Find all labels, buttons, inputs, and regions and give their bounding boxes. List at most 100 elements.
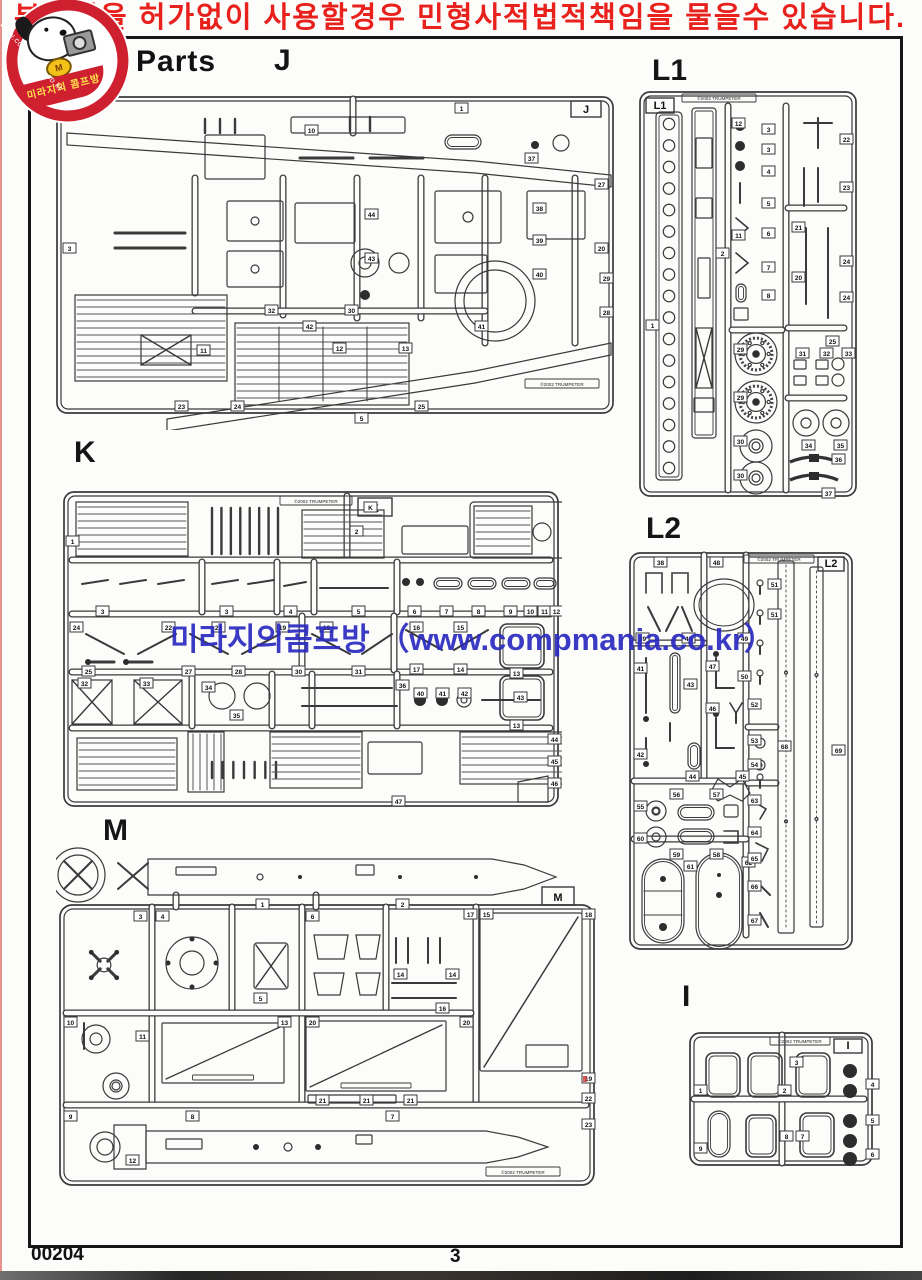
part-number-tag: 30 [737, 439, 745, 446]
part-number-tag: 3 [767, 127, 771, 134]
part-number-tag: 13 [513, 723, 521, 730]
part-number-tag: 61 [687, 864, 695, 871]
part-number-tag: 67 [751, 918, 759, 925]
part-number-tag: 41 [439, 691, 447, 698]
part-number-tag: 48 [713, 560, 721, 567]
part-number-tag: 1 [71, 539, 75, 546]
part-number-tag: 9 [509, 609, 513, 616]
part-number-tag: 40 [536, 272, 544, 279]
part-number-tag: 22 [165, 625, 173, 632]
scan-artifact-mark [583, 1076, 587, 1082]
part-number-tag: 20 [463, 1020, 471, 1027]
part-number-tag: 47 [709, 664, 717, 671]
part-number-tag: 44 [368, 212, 376, 219]
part-number-tag: 5 [259, 996, 263, 1003]
part-number-tag: 7 [767, 265, 771, 272]
part-number-tag: 21 [319, 1098, 327, 1105]
part-number-tag: 25 [829, 339, 837, 346]
part-number-tag: 18 [323, 625, 331, 632]
part-number-tag: 7 [391, 1114, 395, 1121]
part-number-tag: 41 [637, 666, 645, 673]
copyright-warning-text: 본사진을 허가없이 사용할경우 민형사적법적책임을 물을수 있습니다. [14, 2, 907, 34]
part-number-tag: 2 [721, 251, 725, 258]
sprue-letter-I: I [682, 980, 691, 1013]
part-number-tag: 23 [585, 1122, 593, 1129]
svg-text:J: J [583, 104, 589, 116]
part-number-tag: 12 [129, 1158, 137, 1165]
part-number-tag: 53 [751, 738, 759, 745]
part-number-tag: 50 [741, 674, 749, 681]
part-number-tag: 6 [413, 609, 417, 616]
part-number-tag: 30 [737, 473, 745, 480]
sprue-diagram-K: K©2002 TRUMPETERK12334567891011122422211… [63, 491, 562, 807]
part-number-tag: 47 [395, 799, 403, 806]
part-number-tag: 19 [585, 1076, 593, 1083]
part-number-tag: 46 [551, 781, 559, 788]
part-number-tag: 27 [598, 182, 606, 189]
part-number-tag: 6 [871, 1152, 875, 1159]
part-number-tag: 14 [457, 667, 465, 674]
part-number-tag: 3 [139, 914, 143, 921]
part-number-tag: 65 [751, 856, 759, 863]
part-number-tag: 37 [528, 156, 536, 163]
part-number-tag: 30 [295, 669, 303, 676]
kit-number: 00204 [31, 1244, 84, 1265]
part-number-tag: 38 [657, 560, 665, 567]
sprue-letter-J: J [274, 44, 291, 77]
part-number-tag: 69 [835, 748, 843, 755]
part-number-tag: 42 [461, 691, 469, 698]
part-number-tag: 42 [306, 324, 314, 331]
part-number-tag: 32 [268, 308, 276, 315]
sprue-diagram-J: J©2002 TRUMPETER110337383940444327204142… [56, 95, 614, 430]
part-number-tag: 6 [767, 231, 771, 238]
part-number-tag: 56 [673, 792, 681, 799]
part-number-tag: 31 [355, 669, 363, 676]
part-number-tag: 28 [603, 310, 611, 317]
part-number-tag: 51 [771, 582, 779, 589]
part-number-tag: 13 [513, 671, 521, 678]
part-number-tag: 3 [795, 1060, 799, 1067]
part-number-tag: 21 [407, 1098, 415, 1105]
part-number-tag: 25 [85, 669, 93, 676]
svg-text:©2002 TRUMPETER: ©2002 TRUMPETER [697, 95, 741, 101]
part-number-tag: 21 [215, 625, 223, 632]
part-number-tag: 36 [399, 683, 407, 690]
part-number-tag: K [368, 505, 373, 512]
sprue-letter-K: K [74, 436, 96, 469]
part-number-tag: 16 [413, 625, 421, 632]
part-number-tag: 46 [709, 706, 717, 713]
part-number-tag: 2 [355, 529, 359, 536]
part-number-tag: 51 [771, 612, 779, 619]
part-number-tag: 29 [603, 276, 611, 283]
part-number-tag: 52 [751, 702, 759, 709]
part-number-tag: 15 [457, 625, 465, 632]
part-number-tag: 63 [751, 798, 759, 805]
part-number-tag: 40 [417, 691, 425, 698]
svg-text:M: M [553, 892, 562, 904]
part-number-tag: 11 [200, 348, 207, 355]
part-number-tag: 5 [871, 1118, 875, 1125]
part-number-tag: 5 [360, 416, 364, 423]
part-number-tag: 1 [699, 1088, 703, 1095]
svg-text:©2002 TRUMPETER: ©2002 TRUMPETER [501, 1169, 545, 1175]
part-number-tag: 16 [439, 1006, 447, 1013]
part-number-tag: 33 [143, 681, 151, 688]
watermark-text: 미라지의콤프방 （www.compmania.co.kr） [170, 622, 776, 657]
part-number-tag: 12 [735, 121, 743, 128]
svg-text:©2002 TRUMPETER: ©2002 TRUMPETER [540, 381, 584, 387]
part-number-tag: 3 [767, 147, 771, 154]
part-number-tag: 20 [309, 1020, 317, 1027]
part-number-tag: 22 [585, 1096, 593, 1103]
part-number-tag: 34 [805, 443, 813, 450]
svg-text:©2002 TRUMPETER: ©2002 TRUMPETER [294, 498, 338, 504]
part-number-tag: 11 [139, 1034, 146, 1041]
part-number-tag: 7 [801, 1134, 805, 1141]
part-number-tag: 3 [68, 246, 72, 253]
part-number-tag: 24 [234, 404, 242, 411]
part-number-tag: 36 [835, 457, 843, 464]
sprue-letter-M: M [103, 814, 128, 847]
part-number-tag: 24 [843, 259, 851, 266]
part-number-tag: 4 [767, 169, 771, 176]
